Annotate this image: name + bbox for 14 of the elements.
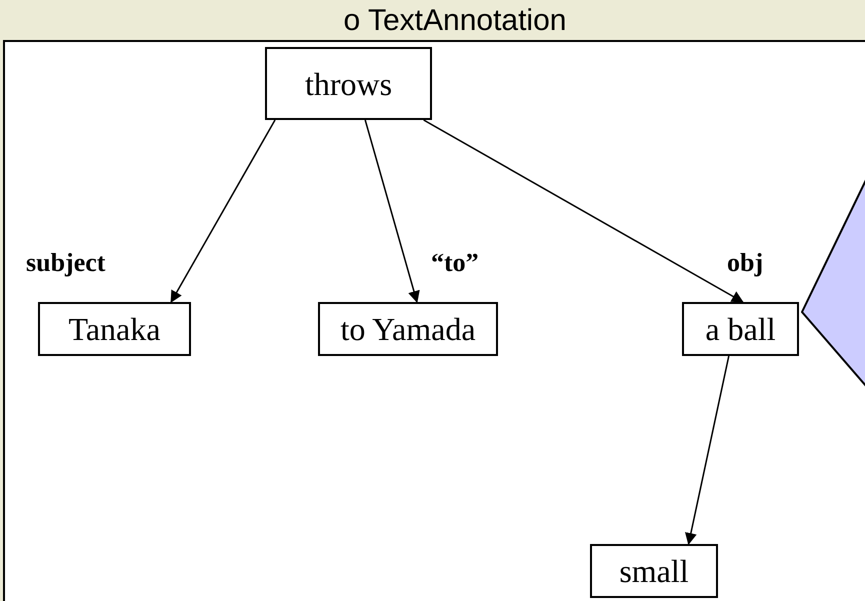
edge-label: subject: [26, 250, 106, 276]
word-box: to Yamada: [318, 302, 498, 356]
arrow: [423, 119, 744, 303]
word-box: Tanaka: [38, 302, 191, 356]
word-box: a ball: [682, 302, 799, 356]
word-box: small: [590, 544, 718, 598]
arrow: [170, 120, 276, 303]
edge-label: obj: [727, 250, 764, 276]
word-box: throws: [265, 47, 432, 120]
arrow: [364, 120, 420, 303]
frame-box: [3, 40, 865, 601]
edge-label: “to”: [431, 250, 479, 276]
arrow: [685, 356, 730, 545]
frame-heading: o TextAnnotation: [342, 6, 568, 36]
